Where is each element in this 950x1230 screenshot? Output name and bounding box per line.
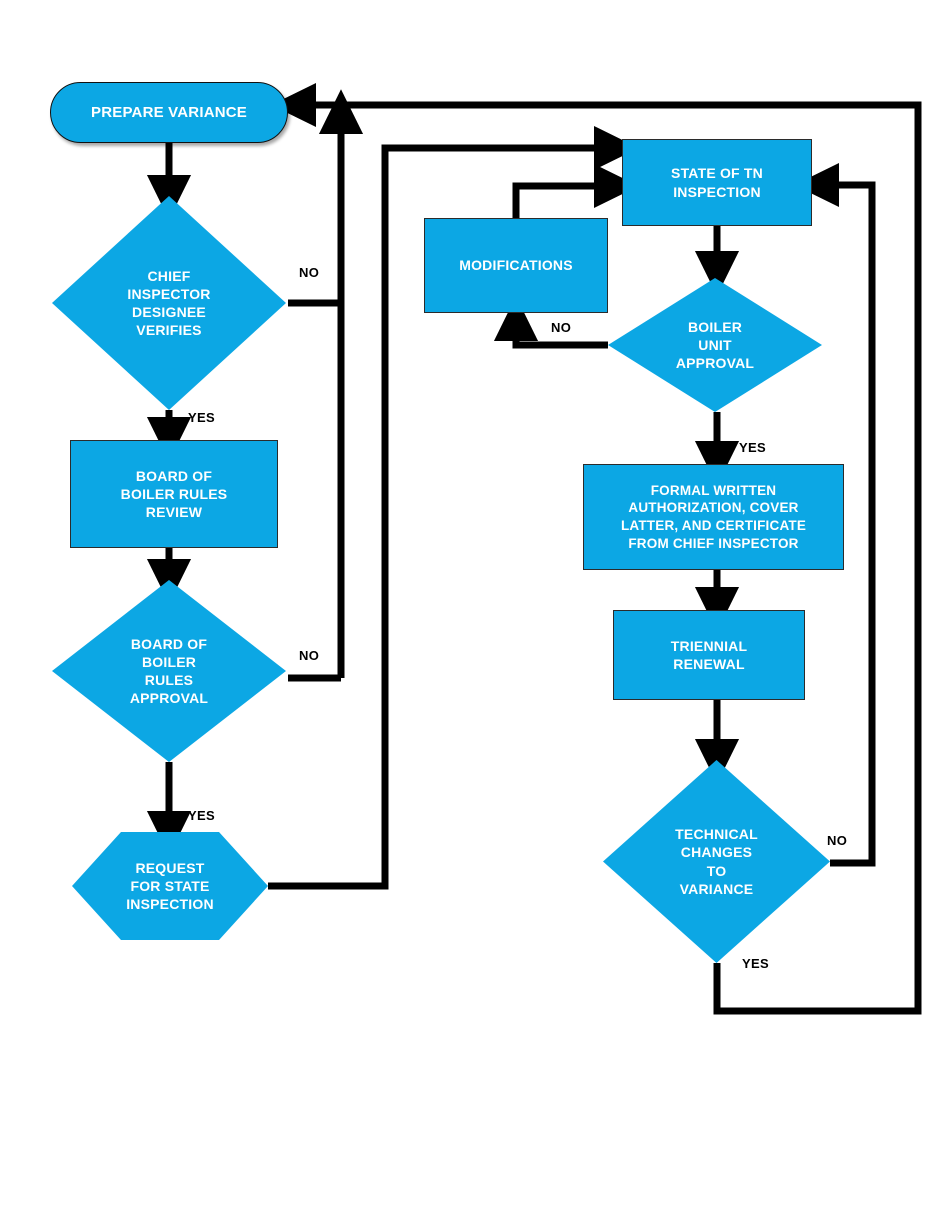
node-state-of-tn-inspection[interactable]: STATE OF TN INSPECTION	[622, 139, 812, 226]
node-request-for-state-inspection[interactable]: REQUEST FOR STATE INSPECTION	[72, 832, 268, 940]
node-board-of-boiler-rules-review[interactable]: BOARD OF BOILER RULES REVIEW	[70, 440, 278, 548]
node-label-prepare-variance: PREPARE VARIANCE	[91, 103, 247, 121]
node-label-board-review: BOARD OF BOILER RULES REVIEW	[120, 467, 228, 521]
node-label-boiler-approval: BOILER UNIT APPROVAL	[675, 318, 755, 372]
node-label-request-state: REQUEST FOR STATE INSPECTION	[126, 859, 214, 913]
edge-label-chief-no: NO	[299, 265, 320, 280]
node-label-board-approval: BOARD OF BOILER RULES APPROVAL	[129, 635, 209, 707]
edge-label-technical-yes: YES	[742, 956, 769, 971]
node-label-triennial: TRIENNIAL RENEWAL	[670, 637, 748, 672]
node-board-of-boiler-rules-approval[interactable]: BOARD OF BOILER RULES APPROVAL	[52, 580, 286, 762]
edge-modifications-to-inspection	[512, 163, 639, 218]
node-chief-inspector-designee-verifies[interactable]: CHIEF INSPECTOR DESIGNEE VERIFIES	[52, 196, 286, 410]
node-label-state-inspection: STATE OF TN INSPECTION	[671, 165, 763, 200]
node-triennial-renewal[interactable]: TRIENNIAL RENEWAL	[613, 610, 805, 700]
node-label-formal-written: FORMAL WRITTEN AUTHORIZATION, COVER LATT…	[620, 482, 807, 551]
edge-label-boiler-no: NO	[551, 320, 572, 335]
node-label-technical-changes: TECHNICAL CHANGES TO VARIANCE	[675, 826, 758, 897]
edge-label-boiler-yes: YES	[739, 440, 766, 455]
edge-label-board-yes: YES	[188, 808, 215, 823]
edge-label-technical-no: NO	[827, 833, 848, 848]
node-technical-changes-to-variance[interactable]: TECHNICAL CHANGES TO VARIANCE	[603, 760, 830, 963]
edge-label-board-no: NO	[299, 648, 320, 663]
node-label-modifications: MODIFICATIONS	[459, 257, 573, 274]
node-modifications[interactable]: MODIFICATIONS	[424, 218, 608, 313]
node-formal-written-authorization[interactable]: FORMAL WRITTEN AUTHORIZATION, COVER LATT…	[583, 464, 844, 570]
node-prepare-variance[interactable]: PREPARE VARIANCE	[50, 82, 288, 143]
node-boiler-unit-approval[interactable]: BOILER UNIT APPROVAL	[608, 278, 822, 412]
node-label-chief-verifies: CHIEF INSPECTOR DESIGNEE VERIFIES	[127, 267, 211, 339]
edge-label-chief-yes: YES	[188, 410, 215, 425]
